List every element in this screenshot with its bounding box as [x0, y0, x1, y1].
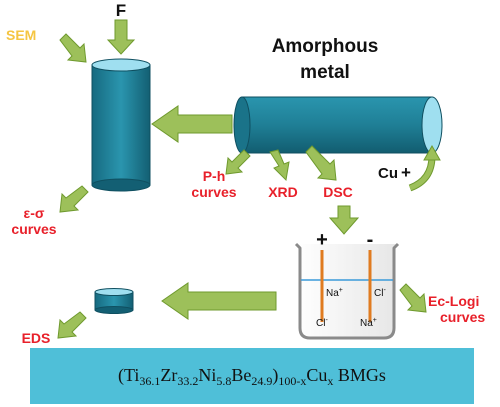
rod-to-cylinder-arrow	[151, 105, 233, 143]
strain-stress-label-line2: curves	[11, 221, 56, 237]
anode-plus-label: +	[316, 229, 328, 251]
sem-label: SEM	[6, 27, 36, 43]
dsc-label: DSC	[323, 184, 353, 200]
cu-curved-arrow	[408, 144, 441, 192]
compression-sample-cylinder	[91, 58, 151, 192]
sodium-ion-top: Na+	[326, 287, 343, 299]
composition-formula: (Ti36.1Zr33.2Ni5.8Be24.9)100-xCux BMGs	[118, 365, 386, 388]
cathode-minus-label: -	[367, 229, 374, 251]
eds-disk-sample	[94, 288, 134, 314]
dsc-arrow	[305, 145, 337, 181]
ph-label-line1: P-h	[203, 168, 226, 184]
ec-logi-label-line2: curves	[440, 309, 485, 325]
xrd-arrow	[269, 149, 290, 182]
eds-arrow	[57, 311, 87, 339]
chloride-ion-top: Cl-	[374, 287, 386, 299]
amorphous-metal-rod	[233, 96, 443, 154]
amorphous-label-line1: Amorphous	[272, 36, 379, 57]
dsc-to-beaker-arrow	[328, 205, 360, 235]
electrochemical-beaker	[294, 242, 400, 340]
beaker-to-ec-arrow	[399, 283, 427, 313]
sem-arrow	[59, 33, 87, 63]
force-label: F	[116, 1, 126, 20]
sodium-ion-bottom: Na+	[360, 317, 377, 329]
strain-stress-label-line1: ε-σ	[24, 205, 45, 221]
xrd-label: XRD	[268, 184, 298, 200]
composition-banner	[30, 348, 474, 404]
eds-label: EDS	[22, 330, 51, 346]
strain-stress-arrow	[59, 185, 89, 213]
beaker-to-disk-arrow	[161, 282, 277, 320]
cu-label: Cu+	[378, 163, 411, 182]
ph-arrow	[225, 149, 251, 175]
ec-logi-label-line1: Ec-Logi	[428, 293, 479, 309]
arrows	[57, 19, 427, 339]
chloride-ion-bottom: Cl-	[316, 317, 328, 329]
force-arrow	[106, 19, 136, 55]
amorphous-label-line2: metal	[300, 62, 350, 83]
ph-label-line2: curves	[191, 184, 236, 200]
